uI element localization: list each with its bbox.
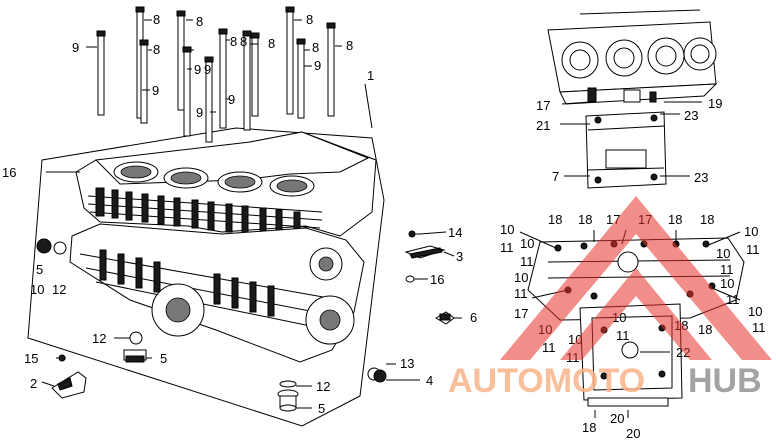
oring-12-lower — [279, 380, 297, 388]
callout-8: 8 — [240, 34, 247, 49]
callout-9: 9 — [228, 92, 235, 107]
bolt — [139, 39, 149, 124]
callout-11: 11 — [616, 328, 630, 343]
callout-11: 11 — [542, 340, 556, 355]
plug-5-lower — [277, 389, 299, 412]
bolt-leaders — [86, 19, 373, 129]
bolt — [250, 32, 260, 117]
callout-9: 9 — [314, 58, 321, 73]
callout-10: 10 — [30, 282, 44, 297]
part-14 — [408, 230, 420, 238]
callout-9: 9 — [152, 83, 159, 98]
cooling-fins — [95, 187, 301, 241]
callout-8: 8 — [153, 12, 160, 27]
callout-5: 5 — [36, 262, 43, 277]
bolt — [296, 38, 306, 119]
callout-12: 12 — [92, 331, 106, 346]
callout-18: 18 — [582, 420, 596, 435]
watermark: AUTOMOTO HUB — [448, 196, 772, 400]
callout-9: 9 — [204, 62, 211, 77]
callout-16: 16 — [2, 165, 16, 180]
callout-18: 18 — [698, 322, 712, 337]
callout-17: 17 — [536, 98, 550, 113]
callout-10: 10 — [500, 222, 514, 237]
callout-8: 8 — [230, 34, 237, 49]
callout-20: 20 — [626, 426, 640, 441]
callout-10: 10 — [748, 304, 762, 319]
callout-8: 8 — [346, 38, 353, 53]
callout-11: 11 — [752, 320, 766, 335]
callout-18: 18 — [548, 212, 562, 227]
callout-8: 8 — [268, 36, 275, 51]
cylinder-block — [547, 9, 718, 105]
callout-11: 11 — [726, 292, 740, 307]
callout-8: 8 — [196, 14, 203, 29]
upper-crankcase-half — [585, 111, 667, 189]
callout-23: 23 — [694, 170, 708, 185]
callout-10: 10 — [716, 246, 730, 261]
callout-3: 3 — [456, 249, 463, 264]
callout-18: 18 — [668, 212, 682, 227]
callout-8: 8 — [312, 40, 319, 55]
bolt — [218, 28, 228, 129]
callout-2: 2 — [30, 376, 37, 391]
callout-9: 9 — [196, 105, 203, 120]
callout-9: 9 — [194, 62, 201, 77]
callout-4: 4 — [426, 373, 433, 388]
bolt — [285, 6, 295, 115]
callout-16: 16 — [430, 272, 444, 287]
callout-18: 18 — [578, 212, 592, 227]
crankcase-assembly — [36, 131, 377, 363]
callout-21: 21 — [536, 118, 550, 133]
callout-13: 13 — [400, 356, 414, 371]
callout-11: 11 — [720, 262, 734, 277]
plug-13 — [367, 367, 387, 383]
callout-11: 11 — [500, 240, 514, 255]
callout-5: 5 — [160, 351, 167, 366]
callout-12: 12 — [52, 282, 66, 297]
callout-8: 8 — [153, 42, 160, 57]
callout-19: 19 — [708, 96, 722, 111]
left-leaders — [41, 171, 462, 409]
watermark-triangle-icon — [500, 196, 772, 360]
bolt — [96, 30, 106, 116]
callout-10: 10 — [720, 276, 734, 291]
plate-3 — [404, 245, 446, 259]
callout-1: 1 — [367, 68, 374, 83]
callout-20: 20 — [610, 411, 624, 426]
callout-9: 9 — [72, 40, 79, 55]
screw-15 — [56, 354, 66, 362]
long-bolts-group — [96, 6, 336, 143]
watermark-text-automoto: AUTOMOTO — [448, 362, 645, 400]
callout-10: 10 — [520, 236, 534, 251]
oil-pressure-switch — [123, 331, 147, 363]
callout-12: 12 — [316, 379, 330, 394]
bolt — [182, 46, 192, 137]
callout-23: 23 — [684, 108, 698, 123]
watermark-triangle-inner-icon — [560, 268, 712, 360]
bolt — [204, 56, 214, 143]
bracket-2 — [51, 371, 87, 399]
callout-11: 11 — [520, 254, 534, 269]
callout-17: 17 — [514, 306, 528, 321]
callout-5: 5 — [318, 401, 325, 416]
oring-16 — [405, 275, 415, 283]
lower-fins — [99, 249, 275, 317]
callout-14: 14 — [448, 225, 462, 240]
clip-6 — [435, 311, 455, 325]
bolt — [326, 22, 336, 117]
callout-10: 10 — [744, 224, 758, 239]
callout-6: 6 — [470, 310, 477, 325]
callout-8: 8 — [306, 12, 313, 27]
callout-11: 11 — [514, 286, 528, 301]
callout-18: 18 — [700, 212, 714, 227]
callout-11: 11 — [746, 242, 760, 257]
callout-15: 15 — [24, 351, 38, 366]
watermark-text-hub: HUB — [688, 362, 762, 400]
callout-10: 10 — [514, 270, 528, 285]
crankcase-boundary — [27, 127, 385, 427]
callout-7: 7 — [552, 169, 559, 184]
